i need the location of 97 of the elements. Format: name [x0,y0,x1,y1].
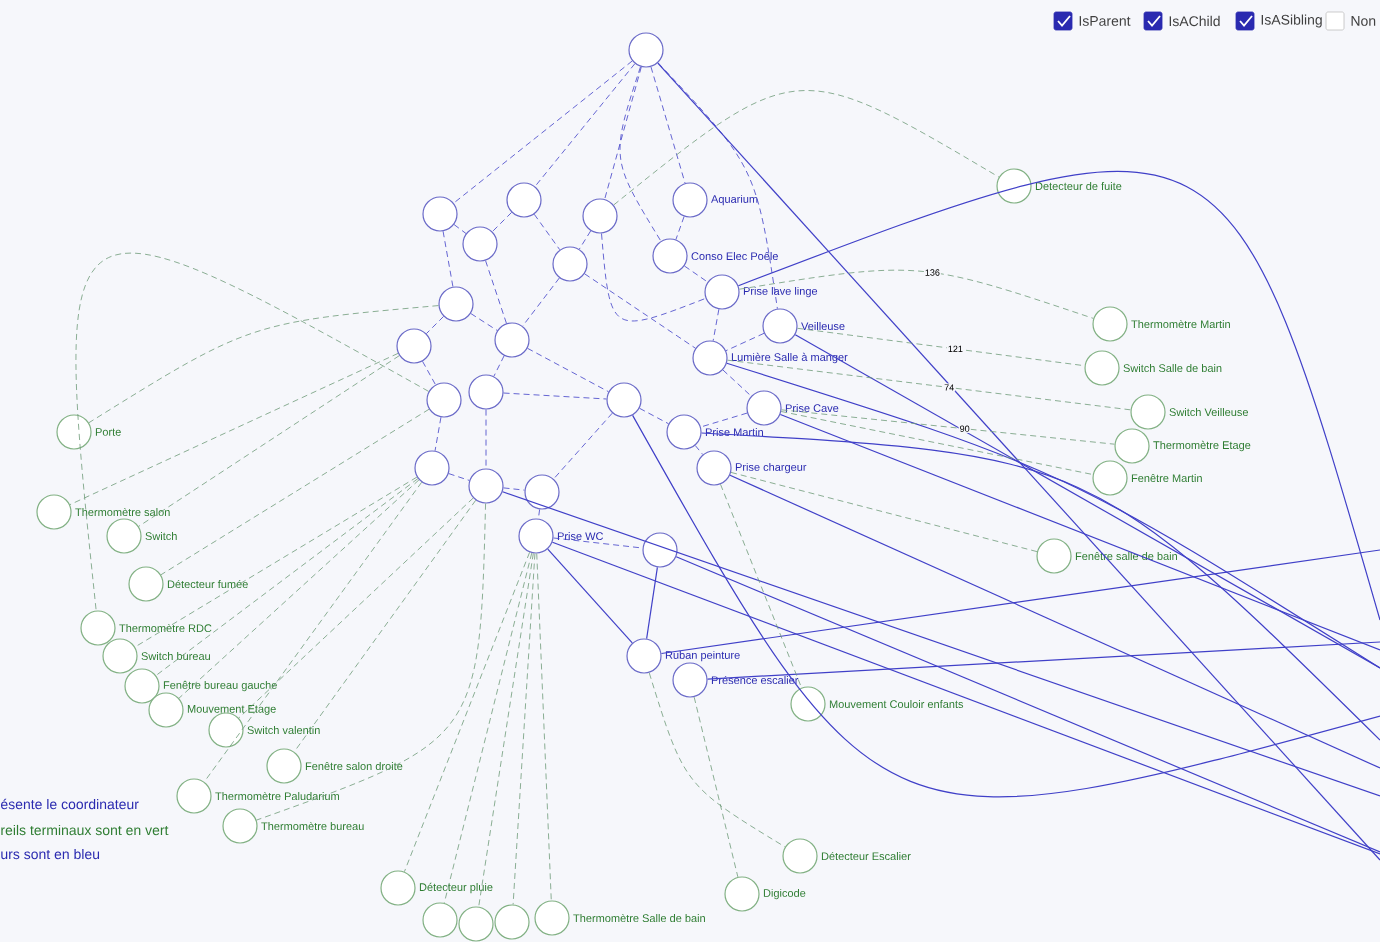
connector-line [160,408,430,576]
connector-line [720,483,802,689]
connector-line [722,369,752,397]
node-circle [494,904,530,940]
connector-line [238,497,474,719]
connector-line [88,305,439,424]
connector-line [75,252,430,611]
connector-line [138,355,400,527]
connector-line [293,499,477,753]
node-circle [396,328,432,364]
node-circle [494,322,530,358]
connector-line [646,566,658,640]
node-circle [524,474,560,510]
node-circle [582,198,618,234]
connector-line [547,548,633,644]
node-circle [606,382,642,418]
connector-line [470,313,498,331]
node-circle [628,32,664,68]
connector-line [422,361,436,385]
connector-line [730,472,1038,552]
connector-line [453,60,633,204]
node-circle [414,450,450,486]
connector-line [727,359,1131,411]
connector-line [534,63,636,187]
connector-line [675,556,1380,853]
connector-line [503,392,607,400]
connector-line [453,224,467,234]
connector-line [527,347,609,393]
connector-line [707,641,1380,680]
connector-line [794,334,1380,669]
connector-line [619,66,662,242]
node-circle [468,468,504,504]
connector-line [725,332,765,352]
connector-line [613,90,1000,206]
connector-line [503,487,525,491]
connector-line [632,414,1380,797]
connector-line [256,503,486,821]
connector-line [657,62,1380,861]
connector-line [134,476,418,648]
connector-line [442,230,454,288]
connector-line [684,265,708,283]
connector-line [737,172,1380,621]
connector-line [797,327,1085,367]
connector-line [493,355,505,377]
connector-line [522,277,560,327]
connector-line [780,411,1094,475]
node-circle [506,182,542,218]
connector-line [478,553,534,907]
connector-line [729,474,1380,769]
connector-line [604,66,642,200]
node-circle [552,246,588,282]
node-circle [468,374,504,410]
node-circle [458,906,494,942]
connector-line [650,66,686,184]
node-circle [642,532,678,568]
connector-line [426,316,444,334]
connector-line [203,481,423,783]
connector-line [553,537,643,549]
connector-line [779,413,1380,651]
connector-line [178,479,420,699]
connector-line [485,260,507,324]
connector-line [551,541,1380,855]
connector-line [601,233,706,322]
connector-line [726,362,1380,669]
connector-line [700,412,748,428]
connector-line [485,409,487,469]
connector-line [434,416,442,452]
connector-line [502,491,1380,797]
connector-line [781,409,1115,445]
connector-line [448,473,470,481]
node-circle [438,286,474,322]
connector-line [694,445,704,455]
connector-line [155,478,419,676]
node-circle [426,382,462,418]
connector-line [675,216,685,240]
connector-line [512,553,536,905]
connector-line [693,696,739,878]
connector-line [657,62,778,309]
connector-line [660,549,1380,655]
connector-line [69,353,399,506]
connector-line [739,269,1094,319]
connector-line [443,552,533,904]
node-circle [462,226,498,262]
connector-line [701,432,1380,741]
connector-line [553,412,613,480]
connector-line [578,230,592,250]
connector-line [639,407,669,425]
connector-line [584,273,696,349]
connector-line [648,672,786,848]
connector-line [538,509,541,519]
connector-line [404,552,530,872]
connector-line [492,212,512,232]
node-circle [422,196,458,232]
connector-line [712,308,720,342]
connector-line [536,553,552,901]
connector-line [533,213,561,251]
node-circle [422,902,458,938]
